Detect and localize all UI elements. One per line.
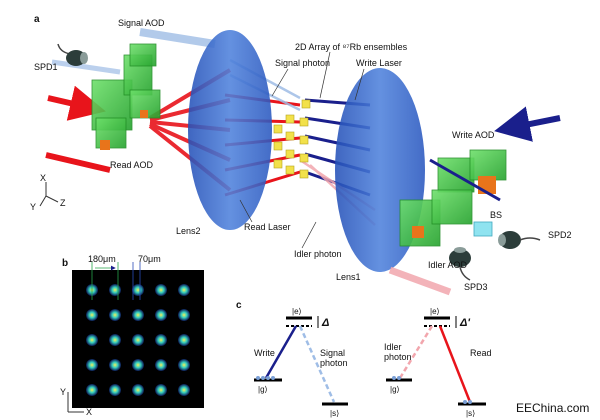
image-axis-x: X	[86, 407, 92, 417]
label-read-transition: Read	[470, 348, 492, 358]
label-signal-transition: Signal photon	[320, 348, 348, 368]
read-aod-block	[91, 43, 161, 150]
ensemble-spot	[132, 359, 144, 371]
ensemble-spot	[86, 309, 98, 321]
label-idler-aod: Idler AOD	[428, 260, 468, 270]
image-axes	[67, 392, 84, 413]
label-write-laser: Write Laser	[356, 58, 402, 68]
label-spd2: SPD2	[548, 230, 572, 240]
ensemble-spot	[109, 384, 121, 396]
label-spd3: SPD3	[464, 282, 488, 292]
label-read-aod: Read AOD	[110, 160, 154, 170]
label-signal-photon: Signal photon	[275, 58, 330, 68]
ensemble-spot	[109, 309, 121, 321]
idler-aod-block	[399, 149, 507, 247]
level-e-left: |e⟩	[292, 307, 302, 316]
ensemble-spot	[132, 284, 144, 296]
axis-x-label: X	[40, 173, 46, 183]
label-write-transition: Write	[254, 348, 275, 358]
ensemble-spot	[155, 384, 167, 396]
left-input-beams	[45, 28, 216, 173]
panel-b-label: b	[62, 258, 68, 269]
level-e-right: |e⟩	[430, 307, 440, 316]
axis-y-label: Y	[30, 202, 36, 212]
image-axis-y: Y	[60, 387, 66, 397]
ensemble-spot	[109, 334, 121, 346]
ensemble-spot	[109, 359, 121, 371]
ensemble-spot	[86, 384, 98, 396]
label-idler-transition: Idler photon	[384, 342, 412, 362]
ensemble-spot	[132, 309, 144, 321]
axis-z-label: Z	[60, 198, 66, 208]
lambda-scheme-write	[254, 316, 348, 406]
label-array-title: 2D Array of ⁸⁷Rb ensembles	[295, 42, 408, 52]
label-lens1: Lens1	[336, 272, 361, 282]
watermark: EEChina.com	[516, 401, 589, 415]
label-spd1: SPD1	[34, 62, 58, 72]
ensemble-spot	[109, 284, 121, 296]
signal-line1: Signal	[320, 348, 345, 358]
spacing-indicators	[91, 262, 119, 300]
lens2	[188, 30, 272, 230]
ensemble-spot	[155, 334, 167, 346]
beam-splitter	[473, 221, 493, 237]
level-s-right: |s⟩	[466, 409, 475, 418]
ensemble-spot	[86, 359, 98, 371]
detuning-left: Δ	[321, 317, 329, 329]
label-bs: BS	[490, 210, 502, 220]
ensemble-spot	[86, 334, 98, 346]
ensemble-spot	[178, 284, 190, 296]
panel-c-label: c	[236, 300, 242, 311]
label-read-laser: Read Laser	[244, 222, 291, 232]
ensemble-spot	[155, 309, 167, 321]
label-write-aod: Write AOD	[452, 130, 495, 140]
spd1-detector	[57, 43, 88, 66]
spd3-detector	[449, 247, 471, 281]
ensemble-spot	[178, 359, 190, 371]
level-s-left: |s⟩	[330, 409, 339, 418]
ensemble-spot	[132, 334, 144, 346]
ensemble-spot	[178, 309, 190, 321]
right-beams	[388, 106, 561, 296]
ensemble-spot	[155, 359, 167, 371]
spd2-detector	[498, 231, 541, 249]
spacing-large: 180μm	[88, 254, 116, 264]
signal-line2: photon	[320, 358, 348, 368]
lambda-scheme-read	[386, 316, 486, 406]
ensemble-spot	[132, 384, 144, 396]
panel-a-label: a	[34, 14, 40, 25]
level-g-right: |g⟩	[390, 385, 400, 394]
ensemble-spot	[178, 384, 190, 396]
label-lens2: Lens2	[176, 226, 201, 236]
spacing-small: 70μm	[138, 254, 161, 264]
label-idler-photon: Idler photon	[294, 249, 342, 259]
ensemble-spot	[178, 334, 190, 346]
detuning-right: Δ'	[459, 317, 470, 329]
level-g-left: |g⟩	[258, 385, 268, 394]
ensemble-spot	[155, 284, 167, 296]
ensemble-spots	[86, 284, 190, 396]
rb-ensemble-array	[273, 99, 311, 179]
coordinate-axes	[39, 182, 59, 207]
label-signal-aod: Signal AOD	[118, 18, 165, 28]
